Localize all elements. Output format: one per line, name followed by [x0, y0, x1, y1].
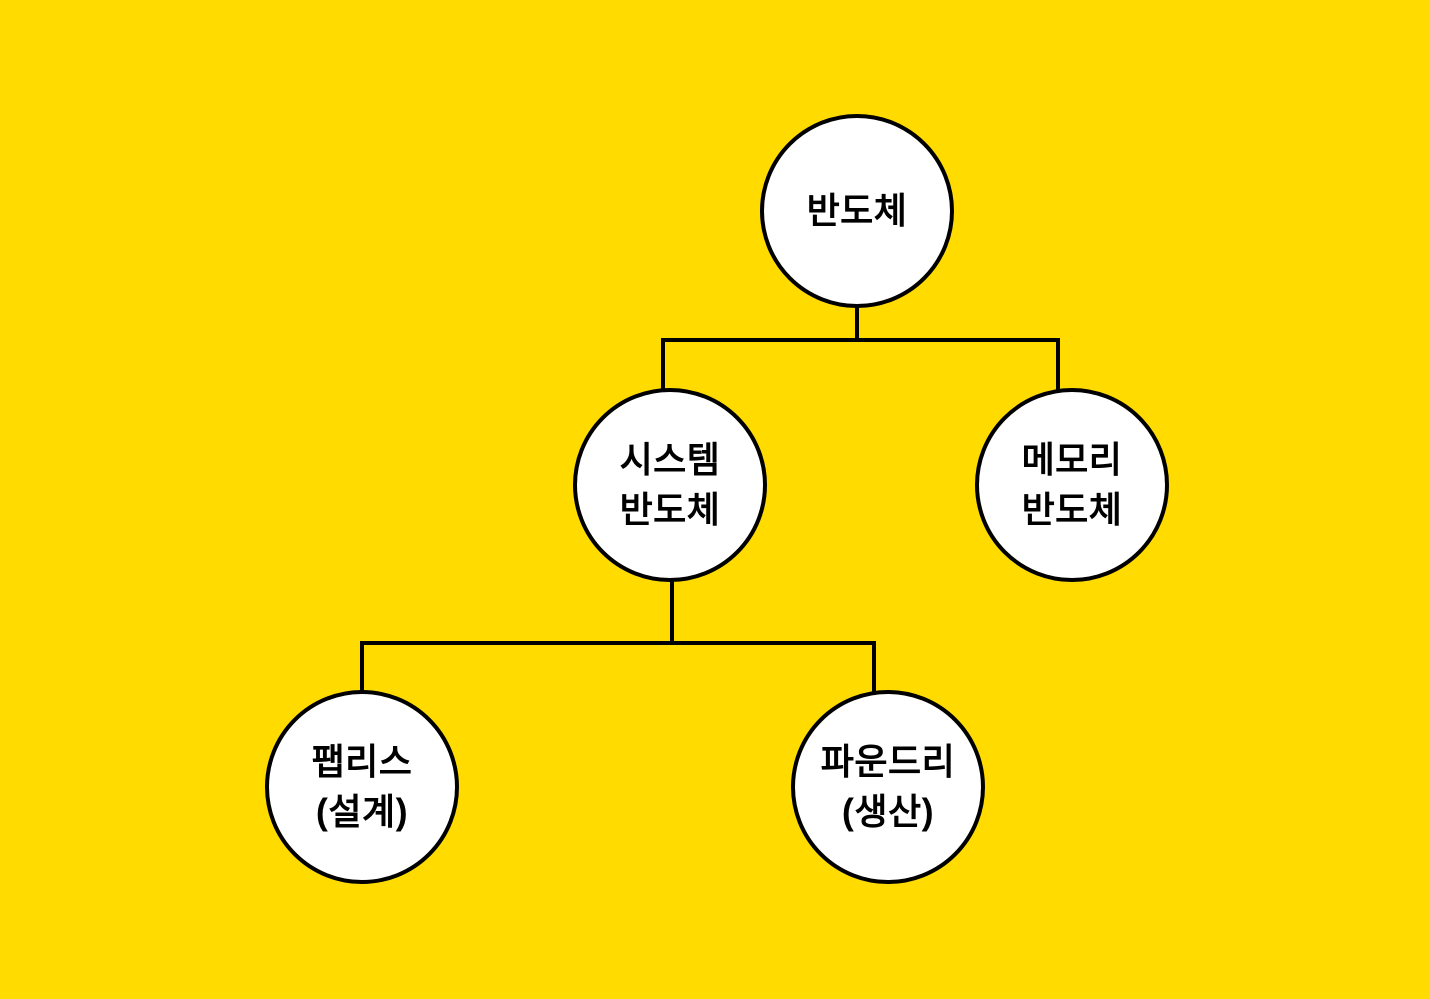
connector-root-to-level2	[661, 300, 1060, 396]
node-memory-semiconductor: 메모리 반도체	[975, 388, 1169, 582]
node-system-semiconductor: 시스템 반도체	[573, 388, 767, 582]
node-semiconductor: 반도체	[760, 114, 954, 308]
node-semiconductor-label: 반도체	[806, 190, 908, 232]
node-fabless-design: 팹리스 (설계)	[265, 690, 459, 884]
node-system-semiconductor-label: 시스템 반도체	[619, 439, 721, 530]
node-fabless-design-label: 팹리스 (설계)	[311, 741, 413, 832]
connector-system-to-level3	[360, 574, 876, 698]
node-memory-semiconductor-label: 메모리 반도체	[1021, 439, 1123, 530]
node-foundry-production: 파운드리 (생산)	[791, 690, 985, 884]
node-foundry-production-label: 파운드리 (생산)	[820, 741, 956, 832]
